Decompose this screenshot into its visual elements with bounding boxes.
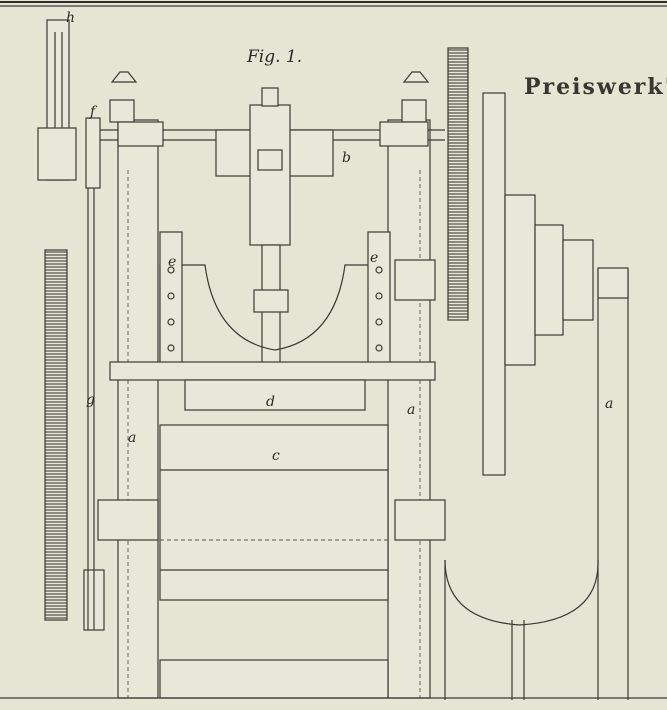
- label-c: c: [272, 448, 280, 464]
- plunger: [249, 87, 291, 376]
- belt-pulley: [482, 92, 594, 476]
- label-h: h: [66, 10, 75, 26]
- lever-h: [37, 19, 77, 181]
- label-a-right: a: [605, 396, 613, 412]
- label-e-left: e: [168, 254, 176, 270]
- bolt: [167, 292, 175, 300]
- label-e-right: e: [370, 250, 378, 266]
- bolt: [375, 266, 383, 274]
- bolt: [375, 344, 383, 352]
- bolt: [167, 344, 175, 352]
- roller-c: [159, 424, 389, 699]
- left-gear-wheel: [44, 249, 68, 621]
- right-frame-column: [387, 71, 446, 699]
- label-g: g: [86, 392, 95, 408]
- figure-title: Fig. 1.: [246, 47, 302, 67]
- right-gear-wheel: [447, 47, 469, 321]
- yoke: [159, 231, 391, 368]
- label-a-center: a: [407, 402, 415, 418]
- right-support: [444, 267, 629, 700]
- label-a-left: a: [128, 430, 136, 446]
- eccentric-f: [85, 117, 101, 189]
- bolt: [375, 318, 383, 326]
- rod-g: [87, 188, 95, 630]
- label-b: b: [342, 150, 351, 166]
- bolt: [167, 266, 175, 274]
- left-frame-column: [83, 71, 159, 699]
- label-d: d: [266, 394, 275, 410]
- bolt: [375, 292, 383, 300]
- label-f: f: [89, 104, 98, 120]
- lower-crossbar: [109, 361, 436, 411]
- bolt: [167, 318, 175, 326]
- header-text: Preiswerk's: [524, 74, 667, 100]
